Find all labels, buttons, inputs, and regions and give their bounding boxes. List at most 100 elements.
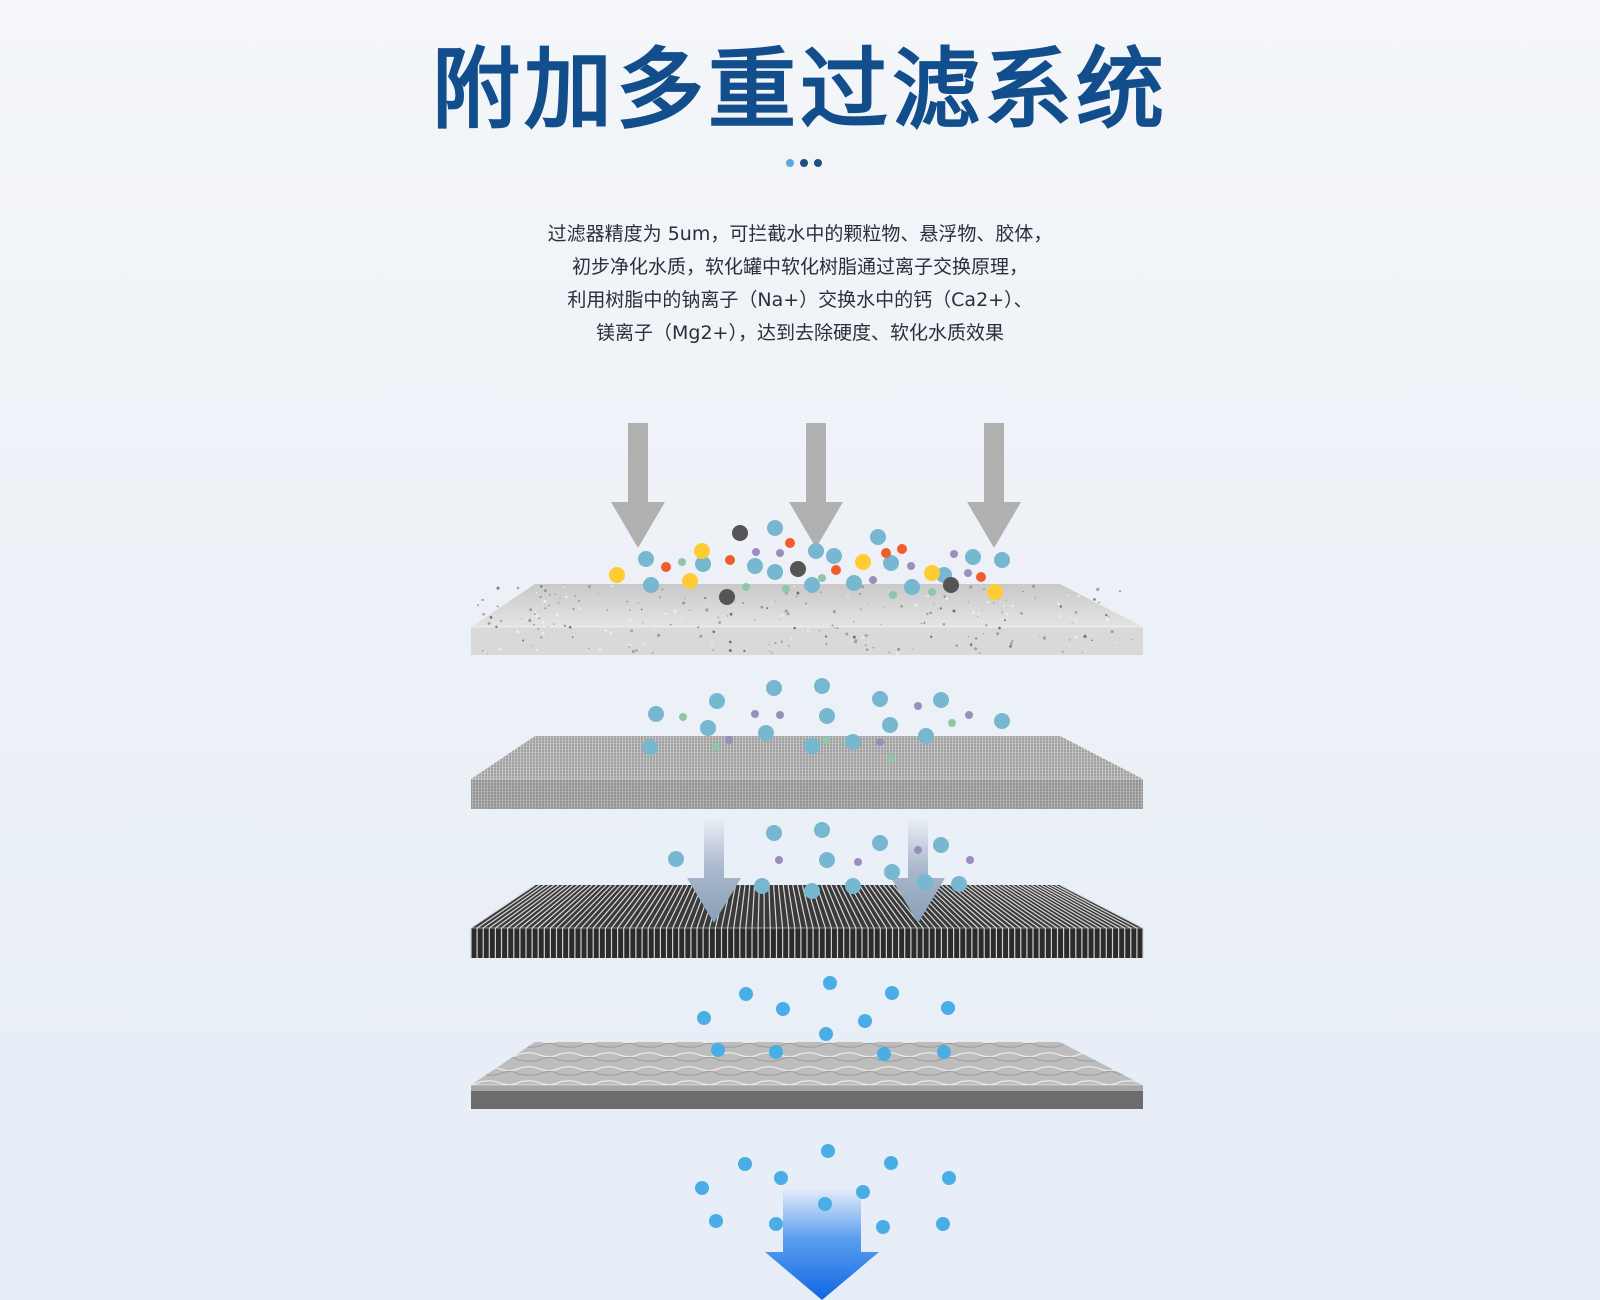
description-line: 过滤器精度为 5um，可拦截水中的颗粒物、悬浮物、胶体， [547, 223, 1053, 245]
particle [769, 1045, 783, 1059]
particle [808, 543, 824, 559]
particle [804, 738, 820, 754]
particle [679, 713, 687, 721]
particle [855, 554, 871, 570]
divider-dot [800, 159, 808, 167]
particle [776, 1002, 790, 1016]
particle [884, 864, 900, 880]
particle [950, 550, 958, 558]
particle [943, 577, 959, 593]
particle [948, 719, 956, 727]
particle [819, 708, 835, 724]
particle [766, 825, 782, 841]
sediment-filter-layer [471, 584, 1143, 655]
particle [609, 567, 625, 583]
particle [965, 711, 973, 719]
particle [845, 734, 861, 750]
particle [742, 583, 750, 591]
description-line: 初步净化水质，软化罐中软化树脂通过离子交换原理， [571, 256, 1028, 278]
particle [695, 556, 711, 572]
particle [951, 876, 967, 892]
particle [933, 692, 949, 708]
particle [682, 573, 698, 589]
particle [854, 858, 862, 866]
particle [823, 976, 837, 990]
particle [725, 736, 733, 744]
particle [869, 576, 877, 584]
particle [738, 1157, 752, 1171]
particle [732, 525, 748, 541]
particle [881, 548, 891, 558]
particle [776, 549, 784, 557]
particle [695, 1181, 709, 1195]
particle [668, 851, 684, 867]
particle [643, 577, 659, 593]
particle [914, 846, 922, 854]
particle [831, 565, 841, 575]
particle [819, 1027, 833, 1041]
particle [661, 562, 671, 572]
particle [897, 544, 907, 554]
particle [804, 883, 820, 899]
particle [882, 717, 898, 733]
particle [904, 579, 920, 595]
transfer-arrow [891, 815, 945, 923]
particle [887, 754, 895, 762]
particle [642, 739, 658, 755]
particle [966, 856, 974, 864]
particle [876, 738, 884, 746]
particle [937, 1045, 951, 1059]
divider-dot [786, 159, 794, 167]
particle [747, 558, 763, 574]
particle [994, 713, 1010, 729]
carbon-filter-layer [470, 884, 1144, 958]
particle [965, 549, 981, 565]
particle [907, 562, 915, 570]
particle [819, 852, 835, 868]
particle [774, 1171, 788, 1185]
inflow-arrow [611, 423, 665, 548]
mesh-filter-layer [471, 736, 1143, 809]
particle [876, 1220, 890, 1234]
particle [776, 711, 784, 719]
particle [885, 986, 899, 1000]
particle [709, 1214, 723, 1228]
particle [846, 575, 862, 591]
divider-dot [814, 159, 822, 167]
transfer-arrow [687, 815, 741, 923]
page-title: 附加多重过滤系统 [431, 38, 1168, 141]
particle [976, 572, 986, 582]
particle [709, 693, 725, 709]
outflow-arrow [765, 1188, 879, 1300]
particle [719, 589, 735, 605]
particle [648, 706, 664, 722]
particle [818, 574, 826, 582]
particle [694, 543, 710, 559]
particle [924, 565, 940, 581]
particle [769, 1217, 783, 1231]
particle [700, 720, 716, 736]
particle [711, 1043, 725, 1057]
particle [766, 680, 782, 696]
particle [814, 678, 830, 694]
particle [917, 874, 933, 890]
particle [884, 1156, 898, 1170]
particle [918, 728, 934, 744]
particle [914, 702, 922, 710]
particle [856, 1185, 870, 1199]
particle [752, 548, 760, 556]
particle [964, 569, 972, 577]
particle [758, 725, 774, 741]
particle [638, 551, 654, 567]
description: 过滤器精度为 5um，可拦截水中的颗粒物、悬浮物、胶体， 初步净化水质，软化罐中… [400, 218, 1200, 350]
particle [942, 1171, 956, 1185]
particle [883, 555, 899, 571]
particle [821, 1144, 835, 1158]
particle [872, 835, 888, 851]
particle [818, 1197, 832, 1211]
particle [845, 878, 861, 894]
particle [826, 548, 842, 564]
particle [822, 736, 830, 744]
particle [739, 987, 753, 1001]
